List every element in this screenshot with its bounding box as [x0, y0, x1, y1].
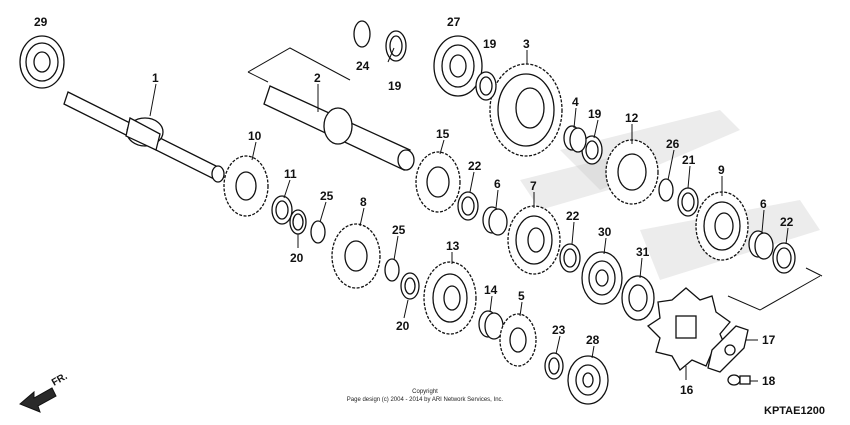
part-5-gear[interactable]: [499, 313, 537, 367]
callout-14: 14: [484, 283, 498, 297]
part-11-washer[interactable]: [271, 195, 293, 225]
part-24-circlip[interactable]: [353, 20, 371, 48]
part-10-gear[interactable]: [223, 155, 269, 217]
copyright-line-1: Copyright: [412, 389, 438, 395]
callout-16: 16: [680, 383, 694, 397]
callout-25b: 25: [392, 223, 406, 237]
callout-10: 10: [248, 129, 262, 143]
part-8-gear[interactable]: [331, 223, 381, 289]
callout-31: 31: [636, 245, 650, 259]
part-1-mainshaft[interactable]: [63, 91, 225, 183]
part-19-washer-b[interactable]: [475, 71, 497, 101]
diagram-code: KPTAE1200: [764, 405, 825, 417]
callout-12: 12: [625, 111, 639, 125]
callout-1: 1: [152, 71, 159, 85]
front-arrow: FR.: [19, 371, 70, 413]
callout-8: 8: [360, 195, 367, 209]
callout-11: 11: [284, 167, 297, 181]
callout-20b: 20: [396, 319, 410, 333]
callout-5: 5: [518, 289, 525, 303]
part-22-washer-c[interactable]: [772, 242, 796, 274]
part-20-washer-a[interactable]: [289, 209, 307, 235]
part-2-countershaft[interactable]: [263, 85, 415, 171]
callout-20a: 20: [290, 251, 304, 265]
callout-22a: 22: [468, 159, 482, 173]
callout-3: 3: [523, 37, 530, 51]
callout-18: 18: [762, 374, 776, 388]
part-22-washer-a[interactable]: [457, 191, 479, 221]
part-9-gear[interactable]: [695, 191, 749, 261]
part-21-washer[interactable]: [677, 187, 699, 217]
callout-26: 26: [666, 137, 680, 151]
callout-25a: 25: [320, 189, 334, 203]
callout-19a: 19: [388, 79, 402, 93]
callout-29: 29: [34, 15, 48, 29]
part-6-bushing-a[interactable]: [482, 206, 508, 236]
callout-labels: 29 1 2 24 19 27 19 3 4 19 12 26 21 9 6 2…: [34, 15, 794, 397]
callout-19b: 19: [483, 37, 497, 51]
callout-15: 15: [436, 127, 450, 141]
callout-21: 21: [682, 153, 696, 167]
part-13-gear[interactable]: [423, 261, 477, 335]
part-16-sprocket[interactable]: [646, 287, 731, 371]
part-25-circlip-b[interactable]: [384, 258, 400, 282]
part-19-washer-c[interactable]: [581, 135, 603, 165]
front-arrow-label: FR.: [50, 371, 70, 389]
callout-2: 2: [314, 71, 321, 85]
part-30-bearing[interactable]: [581, 251, 623, 305]
part-25-circlip-a[interactable]: [310, 220, 326, 244]
callout-4: 4: [572, 95, 579, 109]
callout-7: 7: [530, 179, 537, 193]
leader-lines: [149, 47, 789, 382]
part-31-oil-seal[interactable]: [621, 275, 655, 321]
callout-6a: 6: [494, 177, 501, 191]
part-3-gear[interactable]: [489, 63, 563, 157]
part-26-circlip[interactable]: [658, 178, 674, 202]
part-23-washer[interactable]: [544, 352, 564, 380]
part-12-gear[interactable]: [605, 139, 659, 205]
bracket-lines: [247, 47, 823, 311]
part-17-plate[interactable]: [707, 325, 749, 373]
part-20-washer-b[interactable]: [400, 272, 420, 300]
callout-30: 30: [598, 225, 612, 239]
part-6-bushing-b[interactable]: [748, 230, 774, 260]
part-29-bearing[interactable]: [19, 35, 65, 89]
part-19-washer-a[interactable]: [385, 30, 407, 62]
callout-28: 28: [586, 333, 600, 347]
callout-19c: 19: [588, 107, 602, 121]
copyright-line-2: Page design (c) 2004 - 2014 by ARI Netwo…: [347, 397, 504, 403]
part-18-bolt[interactable]: [727, 374, 751, 386]
callout-6b: 6: [760, 197, 767, 211]
callout-27: 27: [447, 15, 461, 29]
part-22-washer-b[interactable]: [559, 243, 581, 273]
part-14-bushing[interactable]: [478, 310, 504, 340]
part-27-bearing[interactable]: [433, 35, 483, 97]
part-7-gear[interactable]: [507, 205, 561, 275]
part-28-bearing[interactable]: [567, 355, 609, 405]
callout-13: 13: [446, 239, 460, 253]
callout-9: 9: [718, 163, 725, 177]
callout-24: 24: [356, 59, 370, 73]
callout-22b: 22: [566, 209, 580, 223]
part-4-bushing[interactable]: [563, 125, 587, 153]
callout-23: 23: [552, 323, 566, 337]
callout-22c: 22: [780, 215, 794, 229]
part-15-gear[interactable]: [415, 151, 461, 213]
callout-17: 17: [762, 333, 776, 347]
